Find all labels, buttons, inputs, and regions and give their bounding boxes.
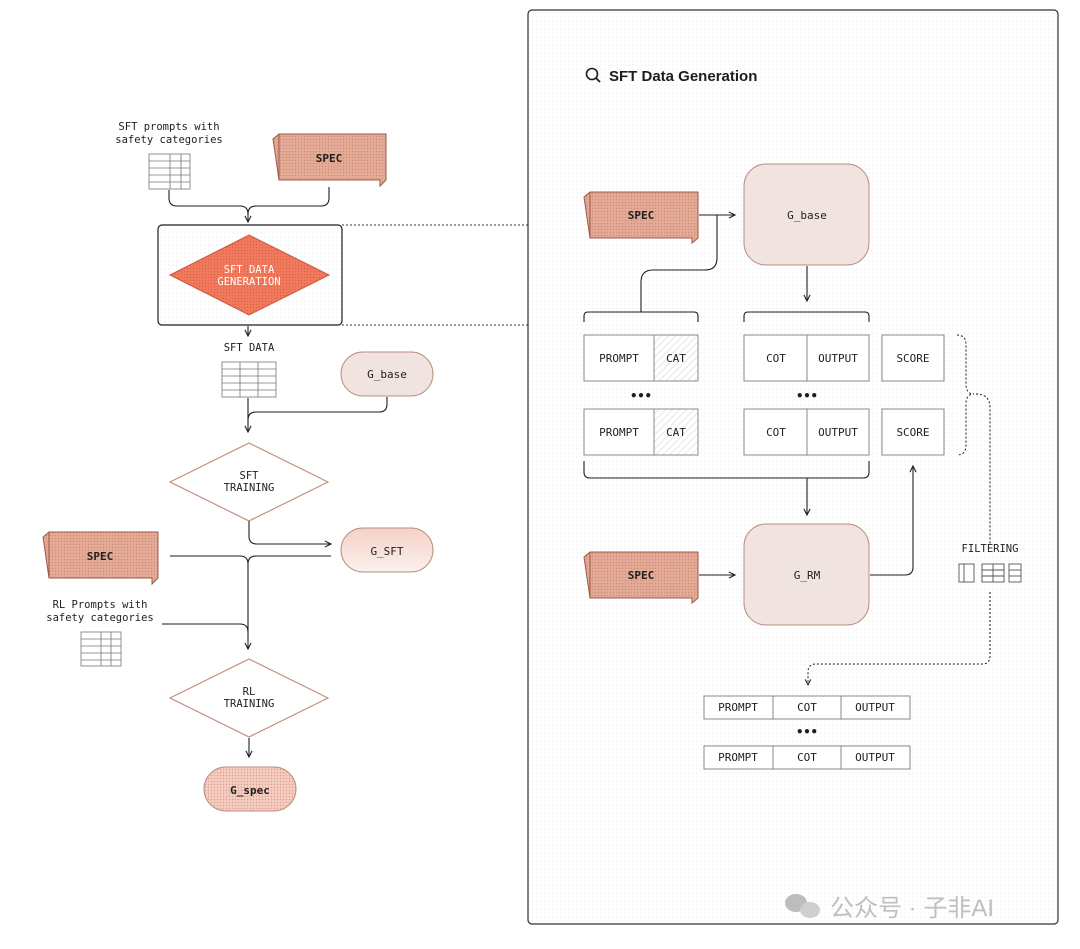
svg-text:OUTPUT: OUTPUT [818, 352, 858, 365]
svg-text:COT: COT [797, 701, 817, 714]
cot-output-row-2: COT OUTPUT [743, 408, 870, 456]
table-icon-sft-prompts [148, 153, 191, 190]
svg-text:COT: COT [766, 352, 786, 365]
svg-text:G_base: G_base [787, 209, 827, 222]
svg-text:SPEC: SPEC [628, 569, 655, 582]
svg-text:OUTPUT: OUTPUT [818, 426, 858, 439]
svg-text:OUTPUT: OUTPUT [855, 751, 895, 764]
svg-text:SPEC: SPEC [87, 550, 114, 563]
svg-text:COT: COT [797, 751, 817, 764]
svg-text:SCORE: SCORE [896, 352, 929, 365]
brace-scores [956, 334, 975, 456]
filtered-row-2: PROMPT COT OUTPUT [703, 745, 911, 770]
filtered-row-1: PROMPT COT OUTPUT [703, 695, 911, 720]
filter-dashed-line-bottom [808, 592, 991, 685]
svg-text:PROMPT: PROMPT [718, 751, 758, 764]
rl-prompts-label-line-1: RL Prompts with [53, 599, 148, 611]
panel-title: SFT Data Generation [609, 68, 757, 85]
brace-bottom [583, 461, 870, 479]
ellipsis-filtered: ••• [796, 725, 818, 739]
rl-training-diamond: RL TRAINING [168, 658, 330, 738]
spec-scroll-left-2: SPEC [42, 531, 159, 586]
spec-scroll-bottom: SPEC [583, 551, 699, 605]
svg-text:G_RM: G_RM [794, 569, 821, 582]
svg-text:TRAINING: TRAINING [224, 698, 275, 710]
g-base-pill: G_base [340, 351, 434, 397]
arrow-grm-to-score [870, 466, 913, 576]
brace-prompts-top [583, 311, 699, 322]
svg-text:SPEC: SPEC [316, 152, 343, 165]
sft-data-label: SFT DATA [224, 342, 275, 354]
rl-prompts-label-line-2: safety categories [46, 612, 153, 624]
connector-spec-to-generation [247, 187, 330, 215]
sft-prompts-label-line-2: safety categories [115, 134, 222, 146]
score-row-1: SCORE [881, 334, 945, 382]
filtering-label: FILTERING [962, 543, 1019, 555]
svg-text:G_SFT: G_SFT [370, 545, 403, 558]
brace-outputs-top [743, 311, 870, 322]
sft-data-generation-diamond: SFT DATA GENERATION [168, 234, 331, 316]
svg-text:CAT: CAT [666, 352, 686, 365]
ellipsis-prompts: ••• [630, 389, 652, 403]
svg-text:PROMPT: PROMPT [599, 352, 639, 365]
sft-prompts-label-line-1: SFT prompts with [118, 121, 219, 133]
svg-text:COT: COT [766, 426, 786, 439]
cot-output-row-1: COT OUTPUT [743, 334, 870, 382]
connector-prompts-to-gbase [640, 215, 718, 312]
svg-text:SFT: SFT [240, 470, 260, 482]
svg-text:PROMPT: PROMPT [718, 701, 758, 714]
connector-rl-prompts-to-rl [162, 623, 249, 633]
connector-spec2-to-rl [170, 555, 249, 565]
svg-text:OUTPUT: OUTPUT [855, 701, 895, 714]
svg-text:SFT DATA: SFT DATA [224, 264, 275, 276]
wechat-icon [785, 894, 820, 918]
connector-gbase-to-sft-training [247, 397, 388, 421]
svg-text:TRAINING: TRAINING [224, 482, 275, 494]
search-icon [585, 67, 601, 83]
svg-text:GENERATION: GENERATION [217, 276, 280, 288]
g-spec-pill: G_spec [203, 766, 297, 812]
watermark-text: 公众号 · 子非AI [830, 895, 994, 922]
sft-data-generation-panel [527, 9, 1059, 925]
svg-text:G_spec: G_spec [230, 784, 270, 797]
prompt-cat-row-2: PROMPT CAT [583, 408, 699, 456]
table-icon-sft-data [221, 361, 277, 398]
filter-dashed-line-top [975, 393, 991, 544]
table-icon-rl-prompts [80, 631, 122, 667]
connector-prompts-to-generation [168, 190, 248, 222]
g-sft-pill: G_SFT [340, 527, 434, 573]
g-base-model-box: G_base [743, 163, 870, 266]
filter-icon [958, 563, 1022, 583]
svg-text:G_base: G_base [367, 368, 407, 381]
svg-text:SCORE: SCORE [896, 426, 929, 439]
svg-text:CAT: CAT [666, 426, 686, 439]
score-row-2: SCORE [881, 408, 945, 456]
prompt-cat-row-1: PROMPT CAT [583, 334, 699, 382]
svg-text:PROMPT: PROMPT [599, 426, 639, 439]
watermark: 公众号 · 子非AI [785, 894, 994, 922]
sft-training-diamond: SFT TRAINING [168, 442, 330, 522]
connector-gsft-to-rl [247, 555, 331, 565]
svg-text:SPEC: SPEC [628, 209, 655, 222]
svg-text:RL: RL [243, 686, 256, 698]
g-rm-model-box: G_RM [743, 523, 870, 626]
arrow-sft-training-to-gsft [248, 521, 331, 544]
spec-scroll-top: SPEC [583, 191, 699, 245]
spec-scroll-left: SPEC [272, 133, 387, 188]
ellipsis-outputs: ••• [796, 389, 818, 403]
